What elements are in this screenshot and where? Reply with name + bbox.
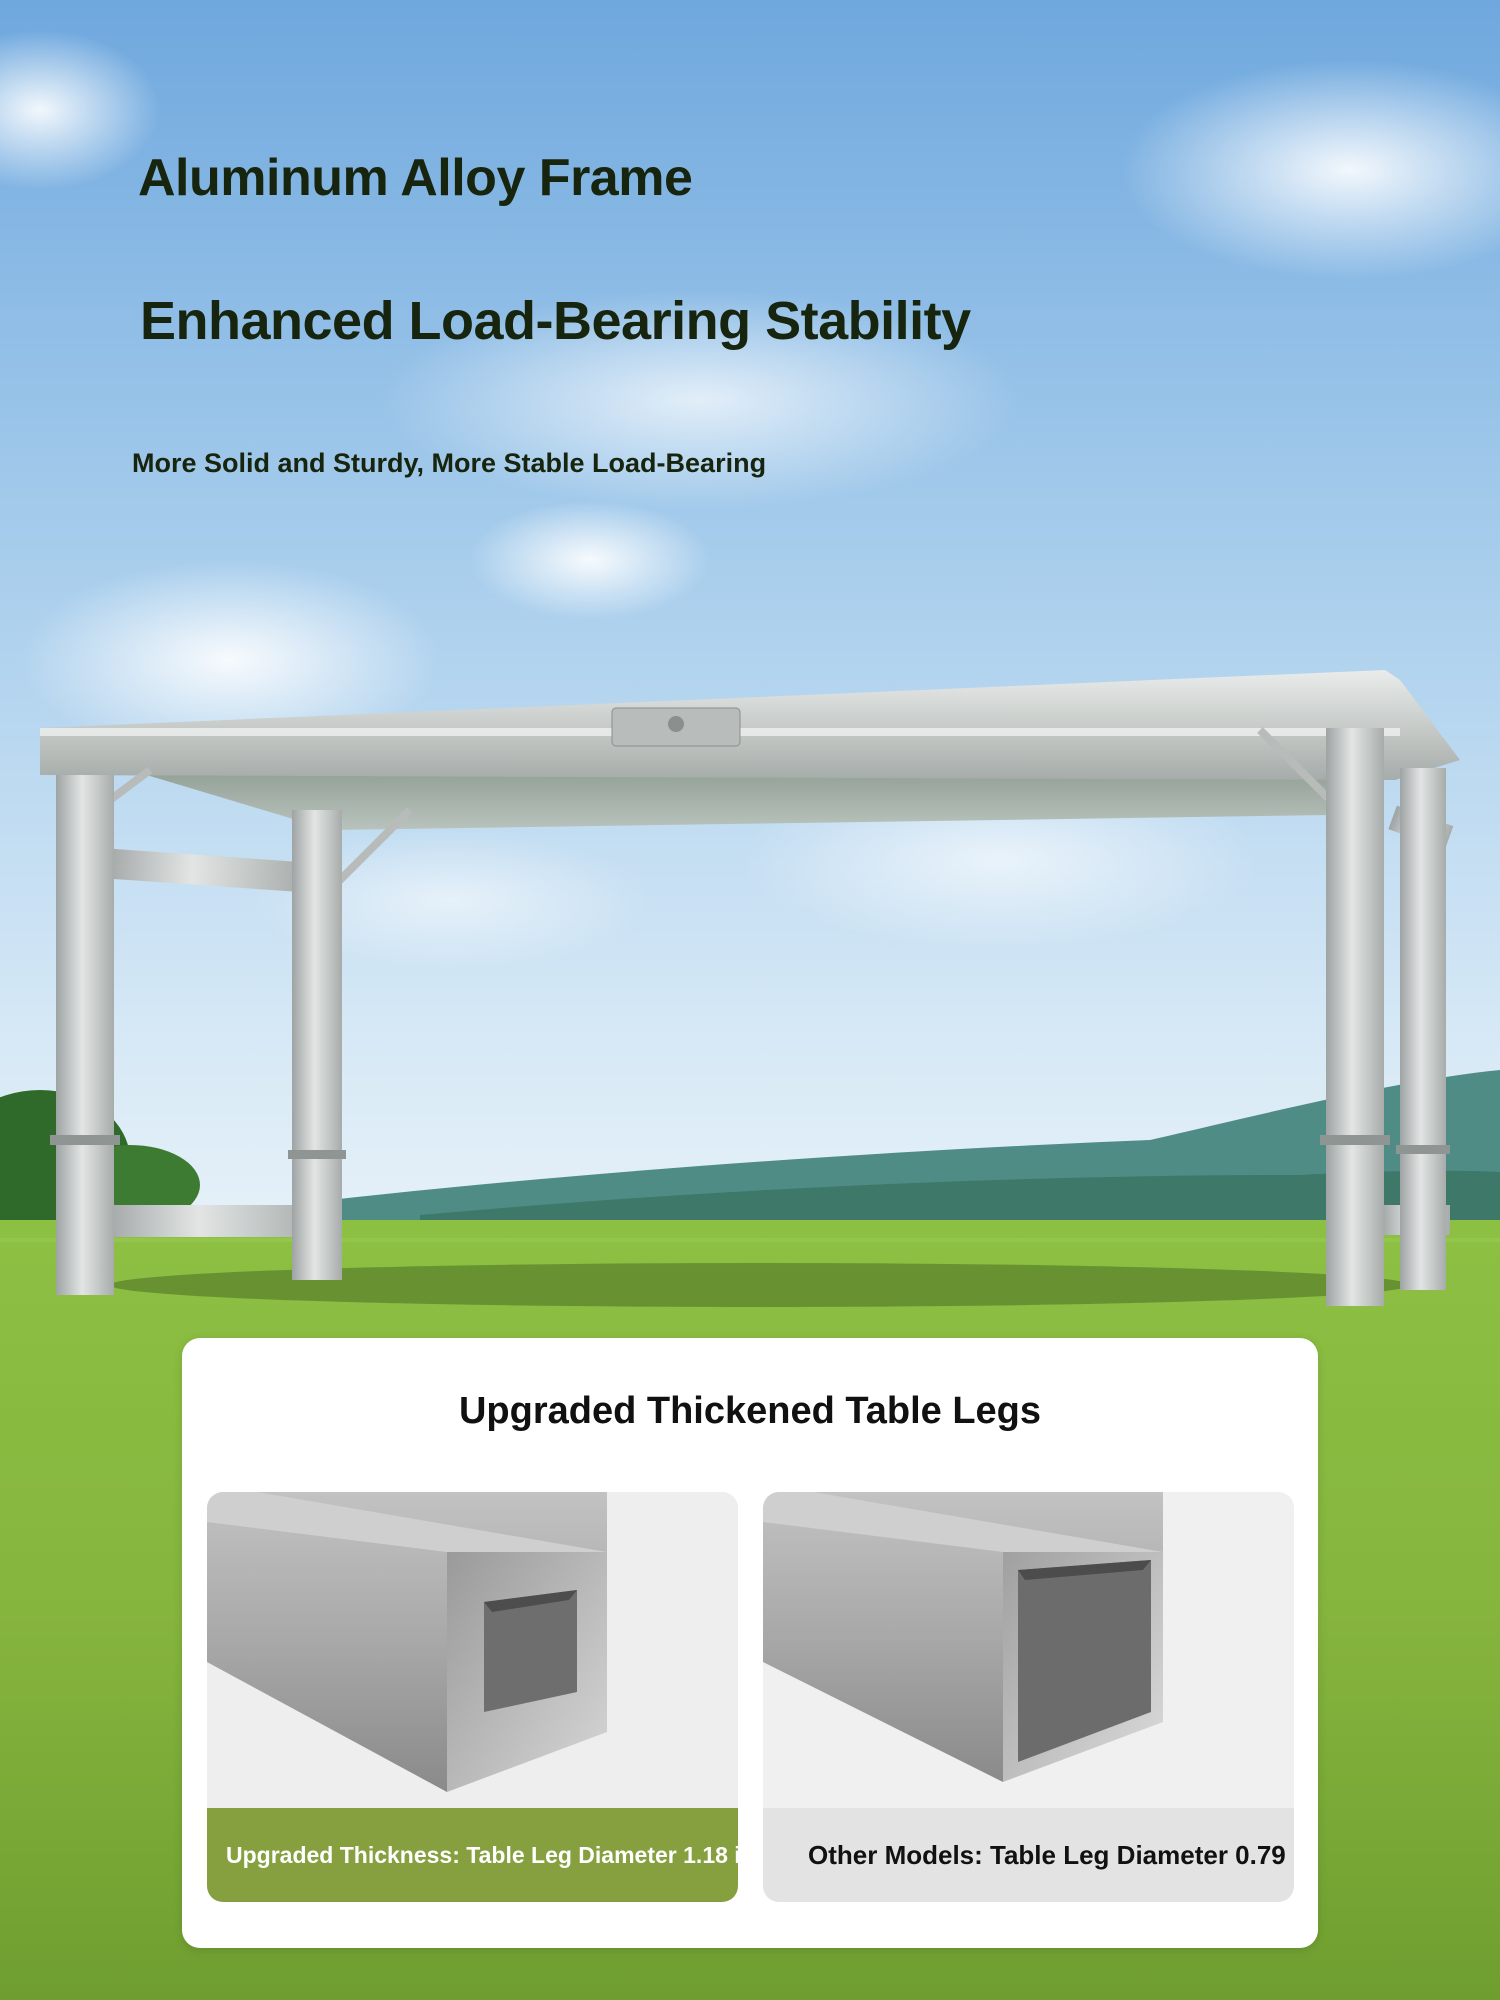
comparison-title: Upgraded Thickened Table Legs (458, 1390, 1042, 1432)
subheadline: More Solid and Sturdy, More Stable Load-… (132, 448, 767, 478)
thick-tube-image (207, 1492, 738, 1808)
thin-tube-image (763, 1492, 1294, 1808)
comparison-card: Upgraded Thickened Table Legs Upgra (182, 1338, 1318, 1948)
headline-line1: Aluminum Alloy Frame (138, 149, 693, 207)
headline-line2: Enhanced Load-Bearing Stability (140, 291, 971, 351)
other-leg-panel: Other Models: Table Leg Diameter 0.79 in (763, 1492, 1294, 1902)
other-caption: Other Models: Table Leg Diameter 0.79 in (763, 1808, 1294, 1902)
upgraded-caption: Upgraded Thickness: Table Leg Diameter 1… (207, 1808, 738, 1902)
upgraded-leg-panel: Upgraded Thickness: Table Leg Diameter 1… (207, 1492, 738, 1902)
